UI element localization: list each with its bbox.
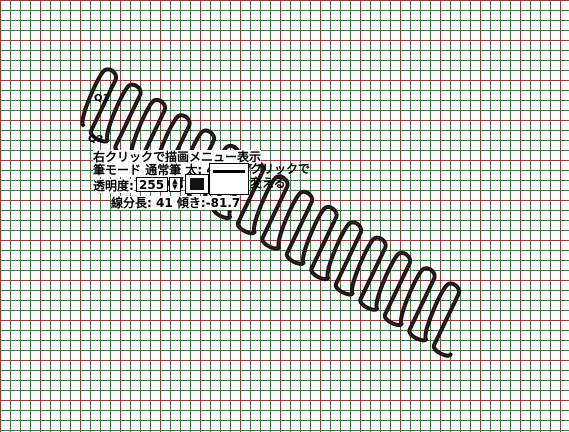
thickness-label: 太: xyxy=(185,163,203,177)
color-swatch-fill xyxy=(190,178,204,190)
spring-stroke-highlight xyxy=(82,68,460,357)
anchor-marker-top[interactable]: Q1 xyxy=(94,93,110,104)
right-click-hint: 右クリックで描画メニュー表示 xyxy=(93,150,262,164)
spring-stroke xyxy=(80,67,461,358)
spin-up-icon[interactable]: ▲ xyxy=(172,177,178,185)
segment-status: 線分長: 41 傾き:-81.7 xyxy=(111,196,241,210)
alpha-label: 透明度: xyxy=(93,179,134,193)
drawn-stroke xyxy=(80,67,461,358)
color-swatch-button[interactable] xyxy=(185,174,209,194)
click-hint-line2: 変える xyxy=(250,176,286,190)
anchor-marker-bottom[interactable]: Q2 xyxy=(88,134,104,145)
alpha-input[interactable] xyxy=(136,177,168,192)
alpha-spinner[interactable]: ▲ ▼ xyxy=(169,177,181,192)
line-thickness-preview[interactable] xyxy=(209,163,249,195)
pen-mode-label: 筆モード xyxy=(93,163,142,177)
pen-mode-value[interactable]: 通常筆 xyxy=(145,163,182,177)
click-to-change-hint: クリックで 変える xyxy=(250,162,310,190)
click-hint-line1: クリックで xyxy=(250,162,311,176)
line-preview-stroke xyxy=(213,170,245,173)
spin-down-icon[interactable]: ▼ xyxy=(172,183,178,191)
pen-settings-row: 筆モード 通常筆 太: 4 xyxy=(93,163,215,177)
